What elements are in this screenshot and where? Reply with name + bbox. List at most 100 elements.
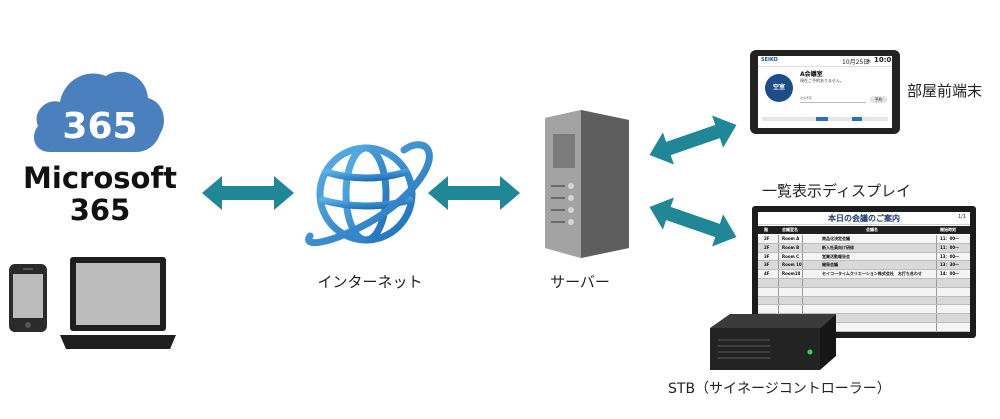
column-separator xyxy=(936,296,937,305)
table-row: 4F Room18 セイコータイムクリエーション株式会社 お打ち合わせ 14：00～ xyxy=(758,270,970,279)
table-row: 3F Room 10 開発会議 13：30～ xyxy=(758,261,970,271)
column-separator xyxy=(778,305,779,314)
stb-label: STB（サイネージコントローラー） xyxy=(668,381,891,397)
tablet-day: 木 xyxy=(866,59,872,65)
table-row-empty xyxy=(758,279,970,288)
tablet-brand: SEIKO xyxy=(761,57,778,63)
list-display-screen: 本日の会議のご案内 1/1 階 会議室名 会議名 開始時刻 2F Room A 商品… xyxy=(758,212,970,332)
table-row-empty xyxy=(758,305,970,315)
tablet-next-label: 次の予定 xyxy=(800,96,813,100)
column-separator xyxy=(778,252,779,261)
tablet-reserve-button[interactable]: 予約 xyxy=(870,96,887,103)
cell-meeting: セイコータイムクリエーション株式会社 お打ち合わせ xyxy=(822,271,922,277)
cell-start: 13：30～ xyxy=(940,262,960,268)
smartphone-icon xyxy=(9,264,47,332)
list-display-title-bar: 本日の会議のご案内 1/1 xyxy=(758,212,970,225)
microsoft-365-name: Microsoft 365 xyxy=(10,162,190,226)
column-separator xyxy=(802,279,803,287)
column-separator xyxy=(802,305,803,314)
column-separator xyxy=(778,235,779,243)
cell-floor: 4F xyxy=(764,271,770,277)
internet-label: インターネット xyxy=(317,273,423,291)
column-separator xyxy=(802,243,803,252)
tablet-status-circle: 空室 xyxy=(765,74,793,102)
column-separator xyxy=(778,296,779,305)
tablet-timeline xyxy=(762,117,888,121)
column-separator xyxy=(802,270,803,278)
cell-room: Room18 xyxy=(782,271,801,277)
table-row-empty xyxy=(758,296,970,306)
column-separator xyxy=(778,279,779,287)
column-separator xyxy=(778,270,779,278)
microsoft-365-cloud-icon: 365 xyxy=(34,71,164,152)
tablet-message: 現在ご予約ありません。 xyxy=(800,78,844,83)
cloud-name-line1: Microsoft xyxy=(23,161,177,195)
tablet-screen: SEIKO 10月25日 木 10:08 A会議室 現在ご予約ありません。 空室… xyxy=(758,56,892,128)
list-display-title: 本日の会議のご案内 xyxy=(828,214,900,223)
server-label: サーバー xyxy=(550,273,610,291)
column-separator xyxy=(936,243,937,252)
column-separator xyxy=(936,305,937,314)
cell-room: Room B xyxy=(782,244,800,250)
cell-floor: 3F xyxy=(764,262,770,268)
tablet-date: 10月25日 xyxy=(842,59,870,66)
cell-meeting: 新入社員向け研修 xyxy=(822,244,854,250)
column-separator xyxy=(936,235,937,243)
column-separator xyxy=(802,235,803,243)
column-separator xyxy=(936,252,937,261)
header-room: 会議室名 xyxy=(782,227,798,232)
header-start: 開始時刻 xyxy=(940,227,956,232)
header-meeting: 会議名 xyxy=(866,227,878,232)
column-separator xyxy=(936,314,937,322)
column-separator xyxy=(936,279,937,287)
arrow-cloud-internet-icon xyxy=(202,176,294,210)
cell-room: Room 10 xyxy=(782,262,802,268)
column-separator xyxy=(936,323,937,331)
tablet-room-name: A会議室 xyxy=(800,71,823,78)
cell-meeting: 開発会議 xyxy=(822,262,838,268)
table-row: 2F Room A 商品化決定会議 11：00～ xyxy=(758,235,970,244)
column-separator xyxy=(802,296,803,305)
tablet-divider xyxy=(800,102,866,103)
server-icon xyxy=(545,110,629,258)
cloud-name-line2: 365 xyxy=(69,193,131,227)
arrow-internet-server-icon xyxy=(428,176,520,210)
arrow-server-display-icon xyxy=(649,197,737,247)
column-separator xyxy=(778,261,779,270)
cell-floor: 3F xyxy=(764,253,770,259)
column-separator xyxy=(936,270,937,278)
internet-globe-icon xyxy=(305,141,433,247)
cell-room: Room C xyxy=(782,253,800,259)
column-separator xyxy=(778,287,779,296)
column-separator xyxy=(778,243,779,252)
tablet-time: 10:08 xyxy=(874,56,892,64)
cell-start: 11：00～ xyxy=(940,244,960,250)
column-separator xyxy=(802,252,803,261)
list-display-monitor: 本日の会議のご案内 1/1 階 会議室名 会議名 開始時刻 2F Room A 商品… xyxy=(752,206,976,338)
tablet-status: 空室 xyxy=(772,84,785,91)
list-display-table-header: 階 会議室名 会議名 開始時刻 xyxy=(758,226,970,234)
room-terminal-label: 部屋前端末 xyxy=(907,82,983,100)
list-display-rows: 2F Room A 商品化決定会議 11：00～2F Room B 新入社員向け研修 11：… xyxy=(758,235,970,332)
column-separator xyxy=(802,287,803,296)
cell-meeting: 商品化決定会議 xyxy=(822,236,850,241)
cell-start: 14：00～ xyxy=(940,271,960,277)
cell-start: 13：00～ xyxy=(940,253,960,259)
cell-start: 11：00～ xyxy=(940,236,960,241)
laptop-icon xyxy=(60,257,176,349)
arrow-server-tablet-icon xyxy=(649,115,737,165)
tablet-header: SEIKO 10月25日 木 10:08 xyxy=(758,56,892,67)
cell-room: Room A xyxy=(782,236,800,241)
column-separator xyxy=(936,287,937,296)
cell-meeting: 営業活動報告会 xyxy=(822,253,850,259)
list-display-label: 一覧表示ディスプレイ xyxy=(762,182,911,200)
column-separator xyxy=(802,261,803,270)
tablet-timeline-booked-1 xyxy=(816,117,828,121)
header-floor: 階 xyxy=(764,227,768,232)
table-row: 3F Room C 営業活動報告会 13：00～ xyxy=(758,252,970,262)
stb-device-icon xyxy=(710,314,836,370)
cell-floor: 2F xyxy=(764,236,770,241)
column-separator xyxy=(936,261,937,270)
table-row-empty xyxy=(758,287,970,297)
